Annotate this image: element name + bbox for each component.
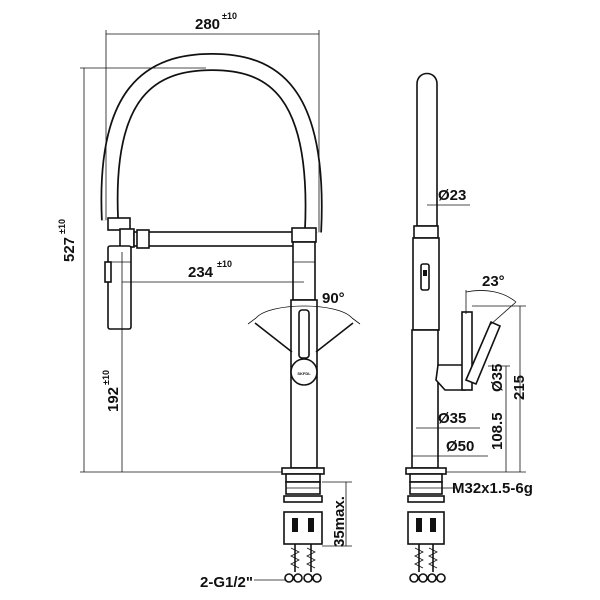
front-hose-braid-left: [290, 547, 300, 569]
side-angle-arc: [465, 290, 517, 303]
side-lever-handle: [464, 320, 502, 386]
dim-reach-label: 234: [188, 264, 214, 281]
front-brand-mark: SKFDL: [297, 371, 311, 376]
front-holder-arm: [133, 231, 295, 247]
dim-body-height-label: 108.5: [489, 412, 506, 450]
front-holder-ring: [136, 229, 150, 249]
hose-label: 2-G1/2": [200, 574, 253, 591]
side-hose-fitting-1: [409, 573, 419, 583]
side-body-dia-label: Ø35: [438, 410, 466, 427]
side-angle-lever-ref: [489, 301, 517, 326]
dim-spout-height-label: 192: [105, 387, 122, 412]
dim-reach-tolerance: ±10: [217, 259, 232, 269]
front-hose-fitting-2: [293, 573, 303, 583]
dim-height-tolerance: ±10: [57, 219, 67, 234]
side-spray-button: [420, 263, 430, 291]
front-fixing-slot-right: [308, 518, 314, 532]
front-spout-arc-inner: [102, 54, 321, 233]
front-hose-braid-right: [306, 547, 316, 569]
front-spray-collar: [107, 217, 131, 231]
front-hose-fitting-1: [284, 573, 294, 583]
side-handle-dia-label: Ø35: [489, 364, 506, 392]
side-hose-fitting-4: [436, 573, 446, 583]
front-lever-sweep-end-right: [351, 317, 361, 325]
front-spray-connector: [119, 228, 135, 248]
side-base-ring: [405, 467, 447, 475]
side-view: 23° Ø23 Ø35 Ø50 Ø35 215 108.5: [405, 72, 533, 583]
front-spray-button: [104, 261, 112, 283]
side-fixing-nut: [407, 495, 445, 503]
front-fixing-body: [283, 511, 323, 545]
dim-width-tolerance: ±10: [222, 11, 237, 21]
front-lever-left-position: [254, 322, 293, 353]
side-fixing-slot-right: [430, 518, 436, 532]
dim-spout-height-tolerance: ±10: [101, 370, 111, 385]
side-lower-body: [411, 329, 439, 469]
side-spray-button-mark: [423, 270, 427, 276]
side-base-dia-label: Ø50: [446, 438, 474, 455]
dim-height-label: 527: [61, 237, 78, 262]
side-spout-dia-label: Ø23: [438, 187, 466, 204]
side-lever-housing: [435, 364, 466, 391]
front-column-upper: [292, 241, 316, 301]
side-fixing-slot-left: [416, 518, 422, 532]
dim-lever-angle-label: 90°: [322, 290, 345, 307]
side-hose-fitting-2: [418, 573, 428, 583]
front-base-ring: [281, 467, 325, 475]
front-hose-fitting-3: [303, 573, 313, 583]
front-fixing-slot-left: [292, 518, 298, 532]
side-hose-braid-left: [414, 547, 424, 569]
side-fixing-body: [407, 511, 445, 545]
side-spout-tube: [416, 72, 438, 227]
side-hose-fitting-3: [427, 573, 437, 583]
front-base-ring-lower: [285, 473, 321, 483]
side-lever-base: [461, 311, 473, 391]
front-lever-handle: [298, 309, 310, 359]
side-head-collar: [413, 225, 439, 239]
front-spray-head: [107, 245, 132, 330]
side-thread-label: M32x1.5-6g: [452, 480, 533, 497]
front-lever-sweep-end-left: [247, 317, 257, 325]
front-lever-sweep-arc: [255, 305, 353, 319]
dim-width-label: 280: [195, 16, 220, 33]
side-base-ring-lower: [409, 473, 443, 483]
front-fixing-nut: [283, 495, 323, 503]
front-lever-right-position: [315, 322, 354, 353]
front-mixer-knob: [290, 358, 318, 386]
front-view: SKFDL 280 ±10 527 ±10 23: [57, 11, 361, 591]
front-column-cap: [291, 227, 317, 243]
side-lever-angle-label: 23°: [482, 273, 505, 290]
side-hose-braid-right: [428, 547, 438, 569]
dim-lever-height-label: 215: [511, 375, 528, 400]
front-hose-fitting-4: [312, 573, 322, 583]
dim-fixing-label: 35max.: [331, 496, 348, 547]
